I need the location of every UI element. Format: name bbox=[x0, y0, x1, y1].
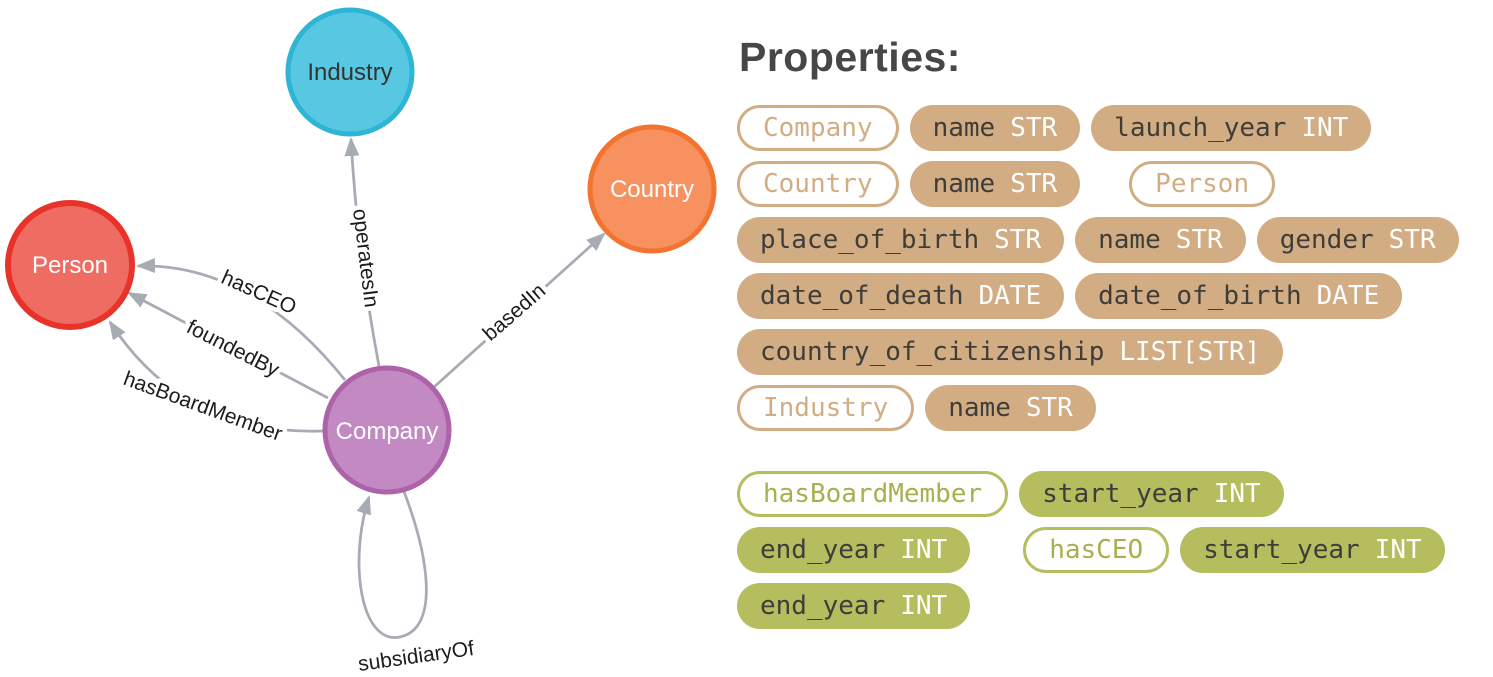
property-pill-end_year: end_year INT bbox=[737, 527, 971, 573]
edge-hasBoardMember bbox=[108, 320, 325, 433]
person-node-label: Person bbox=[32, 252, 108, 279]
property-pill-gender: gender STR bbox=[1256, 217, 1459, 263]
property-type: INT bbox=[900, 535, 948, 565]
property-name: end_year bbox=[760, 591, 886, 621]
property-pill-name: name STR bbox=[909, 105, 1081, 151]
node-label-pill-Industry: Industry bbox=[737, 385, 915, 431]
edge-label-subsidiaryOf: subsidiaryOf bbox=[357, 637, 476, 676]
node-person: Person bbox=[5, 200, 135, 330]
property-pill-name: name STR bbox=[1075, 217, 1246, 263]
property-pill-end_year: end_year INT bbox=[737, 583, 971, 629]
pill-row: Industry name STR bbox=[737, 385, 1096, 431]
property-pill-start_year: start_year INT bbox=[1019, 471, 1284, 517]
edge-hasCEO bbox=[136, 258, 347, 381]
industry-node-circle bbox=[285, 7, 415, 137]
country-node-label: Country bbox=[610, 176, 694, 203]
nodes-layer: Industry Person Country Company bbox=[5, 7, 717, 495]
property-name: date_of_birth bbox=[1098, 281, 1302, 311]
property-type: DATE bbox=[1316, 281, 1380, 311]
edge-subsidiaryOf-self-loop bbox=[356, 488, 428, 639]
property-pill-name: name STR bbox=[925, 385, 1096, 431]
country-node-circle bbox=[587, 124, 717, 254]
property-name: name bbox=[932, 113, 996, 143]
node-label-pill-Company: Company bbox=[737, 105, 899, 151]
property-pill-country_of_citizenship: country_of_citizenship LIST[STR] bbox=[737, 329, 1284, 375]
property-name: launch_year bbox=[1114, 113, 1287, 143]
node-label-pill-Person: Person bbox=[1129, 161, 1276, 207]
property-type: INT bbox=[1213, 479, 1261, 509]
property-name: start_year bbox=[1203, 535, 1360, 565]
pill-row: place_of_birth STR name STR gender STR bbox=[737, 217, 1459, 263]
property-type: STR bbox=[994, 225, 1042, 255]
property-type: STR bbox=[1175, 225, 1223, 255]
edge-label-foundedBy: foundedBy bbox=[183, 315, 283, 381]
graph-schema-diagram: Industry Person Country Company operates… bbox=[5, 7, 717, 677]
property-name: gender bbox=[1279, 225, 1374, 255]
property-type: STR bbox=[1010, 113, 1058, 143]
edge-basedIn bbox=[433, 232, 606, 389]
edge-label-hasBoardMember: hasBoardMember bbox=[120, 367, 285, 446]
property-type: DATE bbox=[978, 281, 1042, 311]
property-name: start_year bbox=[1042, 479, 1199, 509]
property-pill-name: name STR bbox=[909, 161, 1081, 207]
property-name: name bbox=[948, 393, 1011, 423]
property-type: LIST[STR] bbox=[1119, 337, 1261, 367]
pill-row: Company name STR launch_year INT bbox=[737, 105, 1372, 151]
relationship-label-pill-hasBoardMember: hasBoardMember bbox=[737, 471, 1009, 517]
property-name: place_of_birth bbox=[760, 225, 980, 255]
property-pill-date_of_birth: date_of_birth DATE bbox=[1075, 273, 1403, 319]
property-type: STR bbox=[1010, 169, 1058, 199]
property-pill-start_year: start_year INT bbox=[1180, 527, 1445, 573]
node-company: Company bbox=[322, 365, 452, 495]
property-name: name bbox=[1098, 225, 1161, 255]
property-name: date_of_death bbox=[760, 281, 964, 311]
company-node-label: Company bbox=[336, 418, 439, 445]
node-label-pill-Country: Country bbox=[737, 161, 899, 207]
relationship-label-pill-hasCEO: hasCEO bbox=[1023, 527, 1170, 573]
edge-label-operatesIn: operatesIn bbox=[348, 207, 383, 308]
edges-layer bbox=[108, 137, 606, 639]
node-industry: Industry bbox=[285, 7, 415, 137]
pill-row: hasBoardMember start_year INT bbox=[737, 471, 1284, 517]
property-type: STR bbox=[1388, 225, 1436, 255]
edge-operatesIn bbox=[344, 137, 381, 367]
property-name: country_of_citizenship bbox=[760, 337, 1105, 367]
property-pill-date_of_death: date_of_death DATE bbox=[737, 273, 1065, 319]
property-name: end_year bbox=[760, 535, 886, 565]
node-country: Country bbox=[587, 124, 717, 254]
property-type: INT bbox=[1301, 113, 1349, 143]
industry-node-label: Industry bbox=[307, 59, 392, 86]
company-node-circle bbox=[322, 365, 452, 495]
property-pill-launch_year: launch_year INT bbox=[1091, 105, 1372, 151]
pill-row: end_year INT hasCEO start_year INT bbox=[737, 527, 1445, 573]
properties-title: Properties: bbox=[739, 34, 961, 80]
pill-row: date_of_death DATE date_of_birth DATE bbox=[737, 273, 1403, 319]
property-type: INT bbox=[900, 591, 948, 621]
pill-row: country_of_citizenship LIST[STR] bbox=[737, 329, 1284, 375]
property-name: name bbox=[932, 169, 996, 199]
pill-row: end_year INT bbox=[737, 583, 971, 629]
edge-label-basedIn: basedIn bbox=[479, 279, 550, 345]
person-node-circle bbox=[5, 200, 135, 330]
edge-label-hasCEO: hasCEO bbox=[218, 266, 300, 319]
edge-foundedBy bbox=[127, 291, 329, 400]
property-type: INT bbox=[1374, 535, 1422, 565]
property-type: STR bbox=[1025, 393, 1073, 423]
pill-row: Country name STR Person bbox=[737, 161, 1276, 207]
property-pill-place_of_birth: place_of_birth STR bbox=[737, 217, 1065, 263]
